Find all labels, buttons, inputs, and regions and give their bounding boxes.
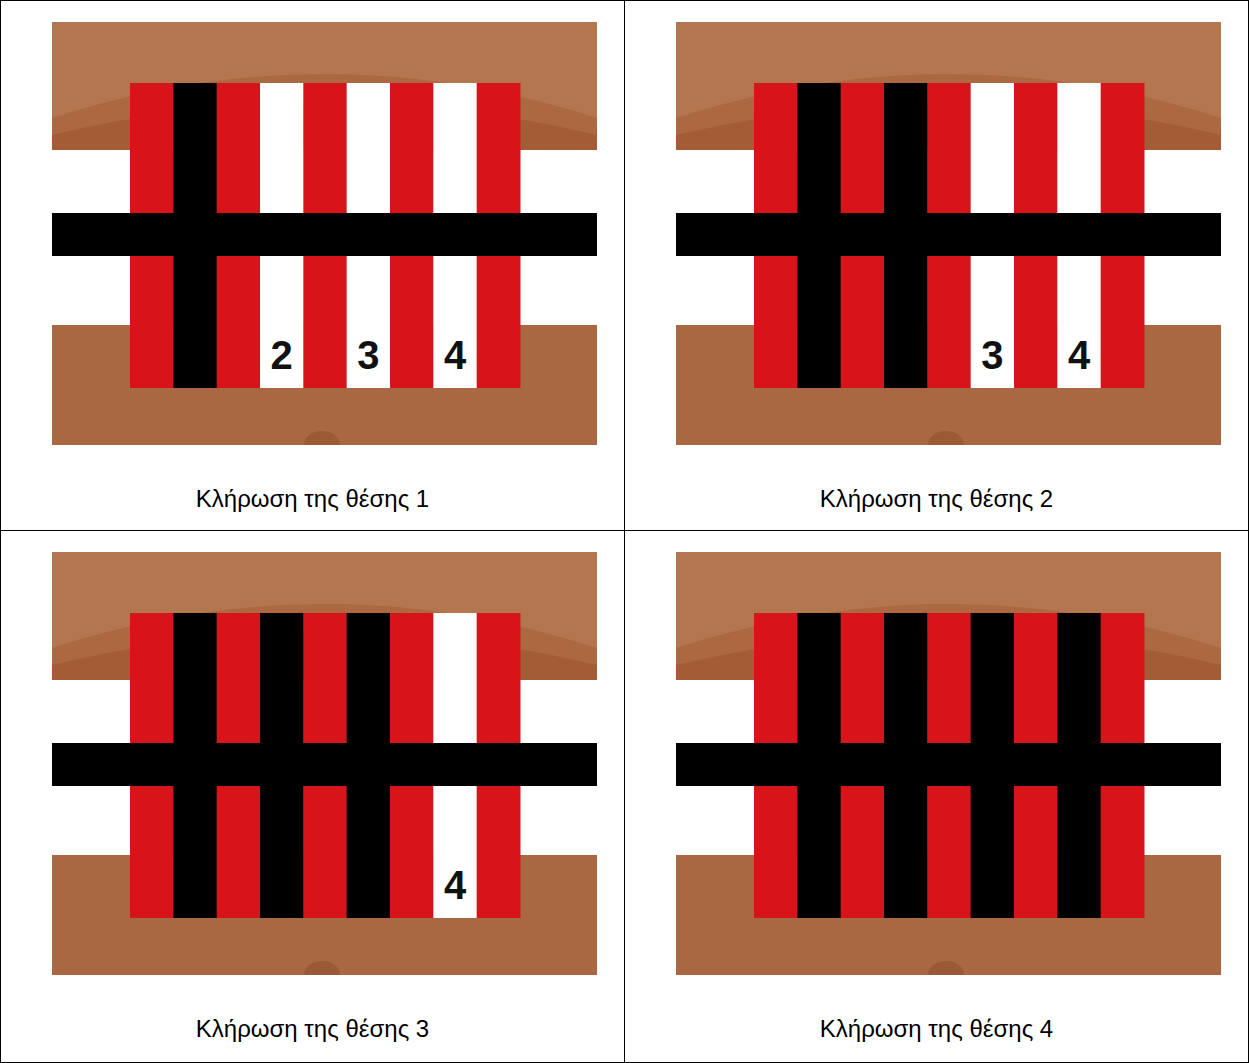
callout-number: 4	[435, 333, 475, 377]
dynamite-picture	[676, 552, 1221, 975]
binding-band	[52, 213, 597, 256]
dynamite-picture	[52, 552, 597, 975]
panel-caption: Κλήρωση της θέσης 2	[625, 484, 1248, 514]
wood-knot	[304, 961, 340, 975]
table-cell: Κλήρωση της θέσης 4	[624, 530, 1249, 1063]
wood-knot	[928, 961, 964, 975]
callout-number: 3	[972, 333, 1012, 377]
table-cell: Κλήρωση της θέσης 3	[0, 530, 625, 1063]
callout-number: 2	[262, 333, 302, 377]
wood-knot	[304, 431, 340, 445]
panel-caption: Κλήρωση της θέσης 3	[1, 1014, 624, 1044]
table-cell: Κλήρωση της θέσης 1	[0, 0, 625, 531]
table-cell: Κλήρωση της θέσης 2	[624, 0, 1249, 531]
binding-band	[676, 213, 1221, 256]
panel-caption: Κλήρωση της θέσης 1	[1, 484, 624, 514]
wood-knot	[928, 431, 964, 445]
callout-number: 4	[435, 863, 475, 907]
callout-number: 4	[1059, 333, 1099, 377]
dynamite-picture	[52, 22, 597, 445]
dynamite-picture	[676, 22, 1221, 445]
binding-band	[676, 743, 1221, 786]
binding-band	[52, 743, 597, 786]
callout-number: 3	[348, 333, 388, 377]
panel-caption: Κλήρωση της θέσης 4	[625, 1014, 1248, 1044]
